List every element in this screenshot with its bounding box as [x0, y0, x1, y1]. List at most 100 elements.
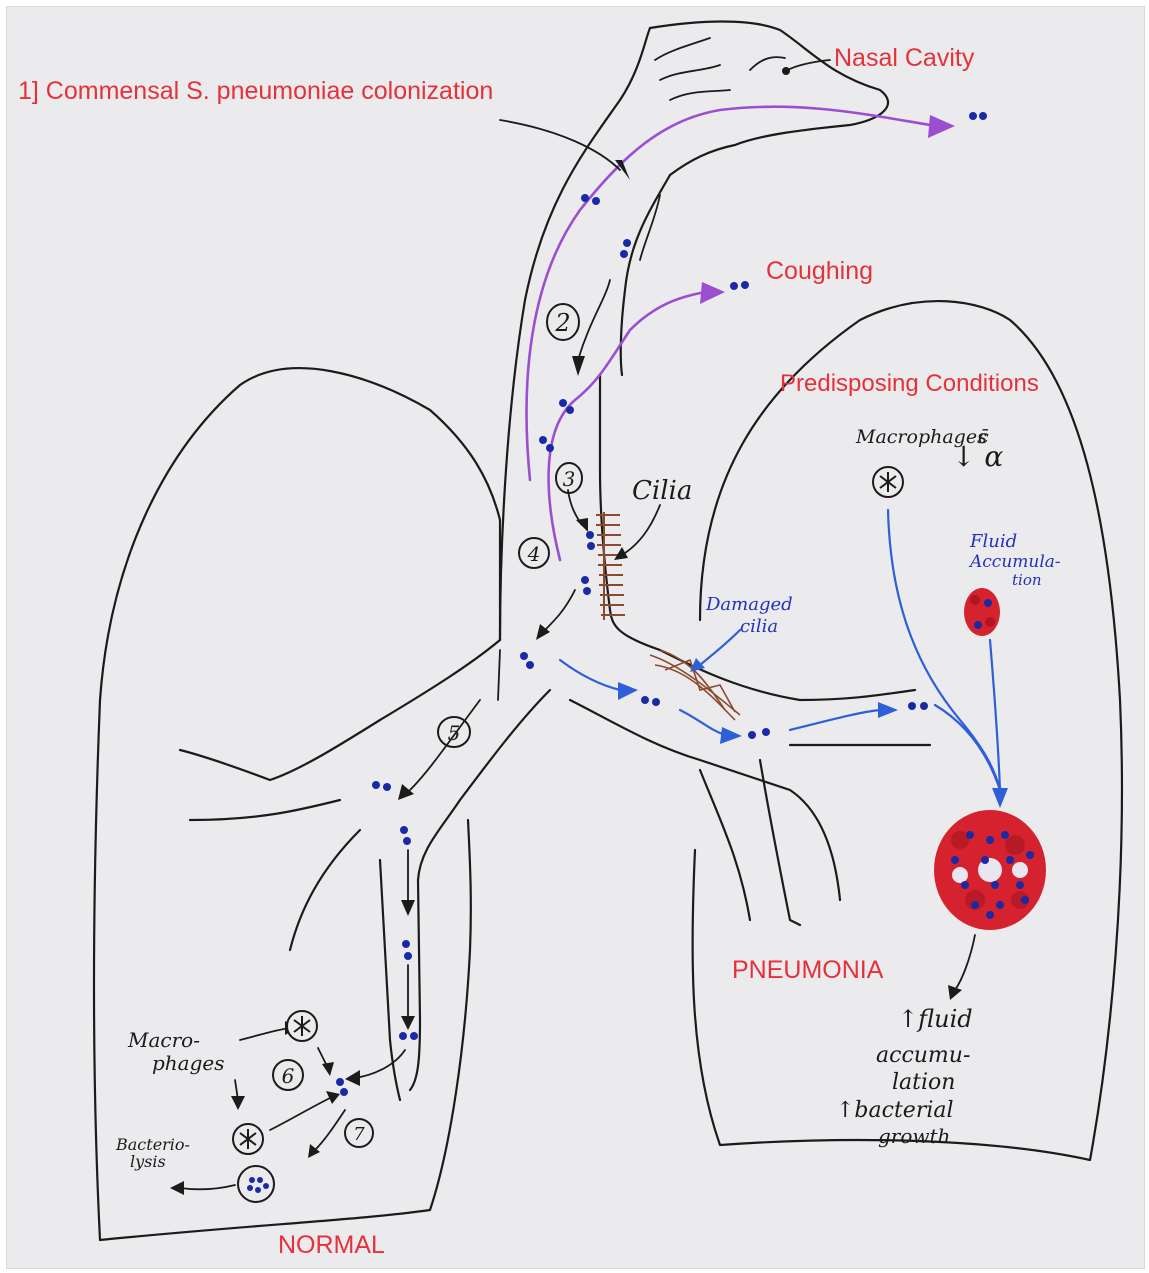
nasal-turbinate-1: [655, 38, 710, 60]
blue-arrow-right-bronchus-3: [790, 710, 880, 730]
left-bronchus-lower: [418, 690, 550, 880]
bacterium: [583, 587, 591, 595]
damaged-cilia-label-2: cilia: [740, 616, 778, 637]
bacterium: [403, 837, 411, 845]
nasal-label-dot: [782, 67, 790, 75]
bacterium: [748, 731, 756, 739]
bacterium: [539, 436, 547, 444]
bacterium: [383, 783, 391, 791]
left-branch-d: [410, 880, 420, 1090]
line-to-step5: [498, 650, 500, 700]
arrowhead-step2: [572, 356, 585, 376]
arrow-to-bacteriolysis: [180, 1185, 235, 1189]
outcome-label-2: accumu-: [876, 1043, 970, 1068]
bacterium: [623, 239, 631, 247]
blue-line-bronchus: [935, 705, 1000, 790]
purple-arrowhead-cough: [700, 282, 725, 304]
bacterium: [399, 1032, 407, 1040]
macrophage-left-top: [287, 1011, 317, 1041]
step-6-number: 6: [282, 1064, 295, 1088]
macrophages-left-label-2: phages: [152, 1051, 225, 1075]
step-5-number: 5: [448, 721, 461, 745]
damaged-cilia-label-1: Damaged: [705, 594, 793, 615]
blue-arrowhead-3: [878, 702, 898, 718]
bacterium: [404, 952, 412, 960]
step-3-number: 3: [563, 467, 576, 491]
predisposing-conditions-label: Predisposing Conditions: [780, 370, 1039, 397]
arrowhead-step3: [576, 518, 588, 532]
bacterium: [581, 576, 589, 584]
left-branch-b: [290, 830, 360, 950]
macrophage-bacteriolysis: [238, 1166, 274, 1202]
left-bronchus-upper: [180, 640, 500, 780]
step-2-marker: 2: [547, 304, 579, 340]
bacterium: [581, 194, 589, 202]
bacterium: [400, 826, 408, 834]
bacterium: [652, 698, 660, 706]
bacteria-group: [336, 112, 987, 1096]
bacterium: [526, 661, 534, 669]
bacterium: [741, 281, 749, 289]
blue-arrow-right-bronchus: [560, 660, 620, 690]
bacterium: [559, 399, 567, 407]
right-branch-b: [760, 760, 800, 925]
trachea-right-wall: [621, 175, 670, 375]
bacterium: [730, 282, 738, 290]
bacterium: [641, 696, 649, 704]
arrowhead-macro-top-down: [322, 1062, 334, 1076]
bacterium: [920, 702, 928, 710]
arrow-bact-to-lysis: [315, 1110, 345, 1150]
arrow-blob-to-outcome: [955, 935, 975, 990]
arrowhead-down-branch-2: [401, 1016, 415, 1030]
step-7-number: 7: [353, 1124, 365, 1145]
arrowhead-to-alveolus: [345, 1070, 360, 1086]
nasal-cavity-label: Nasal Cavity: [834, 44, 975, 72]
arrow-into-nose: [500, 120, 620, 170]
arrow-macro-to-bact: [270, 1098, 330, 1130]
blue-arrowhead-1: [618, 682, 638, 700]
arrow-down-trachea: [545, 590, 575, 630]
bacterium: [372, 781, 380, 789]
fluid-accumulation-blob: [964, 588, 1000, 636]
trachea-inner-wall: [600, 375, 660, 650]
purple-arrowhead-nose: [928, 115, 955, 138]
arrow-cilia-label: [622, 505, 660, 555]
nasal-turbinate-3: [670, 90, 730, 100]
bacterium: [620, 250, 628, 258]
bacterium: [410, 1032, 418, 1040]
arrowhead-to-bacteriolysis: [170, 1181, 184, 1195]
step-3-marker: 3: [556, 463, 582, 493]
nasal-turbinate-2: [660, 65, 720, 80]
blue-arrow-damaged-cilia: [700, 630, 740, 665]
title-label: 1] Commensal S. pneumoniae colonization: [18, 77, 493, 105]
macrophages-left-label-1: Macro-: [127, 1028, 200, 1052]
outcome-label-3: lation: [892, 1070, 955, 1095]
step-7-marker: 7: [345, 1119, 373, 1147]
step-6-marker: 6: [273, 1060, 303, 1090]
left-lung-outline: [94, 368, 500, 1240]
bacterium: [402, 940, 410, 948]
bacteriolysis-label-2: lysis: [130, 1152, 166, 1171]
arrow-nasal-label: [788, 60, 830, 70]
bacterium: [969, 112, 977, 120]
fluid-accumulation-label-3: tion: [1012, 571, 1042, 589]
blue-arrowhead-2: [720, 727, 742, 744]
cilia-hatching: [596, 512, 625, 620]
outcome-label-5: growth: [878, 1124, 950, 1148]
pneumonia-infection-blob: [934, 810, 1046, 930]
arrowhead-down-branch-1: [401, 900, 415, 916]
blue-arrowhead-blob: [992, 788, 1008, 808]
arrowhead-into-nose: [615, 160, 630, 180]
bacterium: [520, 652, 528, 660]
arrowhead-left-bronchus: [398, 784, 414, 800]
right-branch-c: [700, 770, 750, 920]
coughing-label: Coughing: [766, 257, 873, 285]
arrowhead-cilia-label: [614, 547, 628, 560]
macrophages-right-arrow-alpha: ↓ α: [952, 440, 1003, 473]
arrow-step2: [578, 280, 610, 360]
bacterium: [762, 728, 770, 736]
bacterium: [566, 406, 574, 414]
bacterium: [336, 1078, 344, 1086]
